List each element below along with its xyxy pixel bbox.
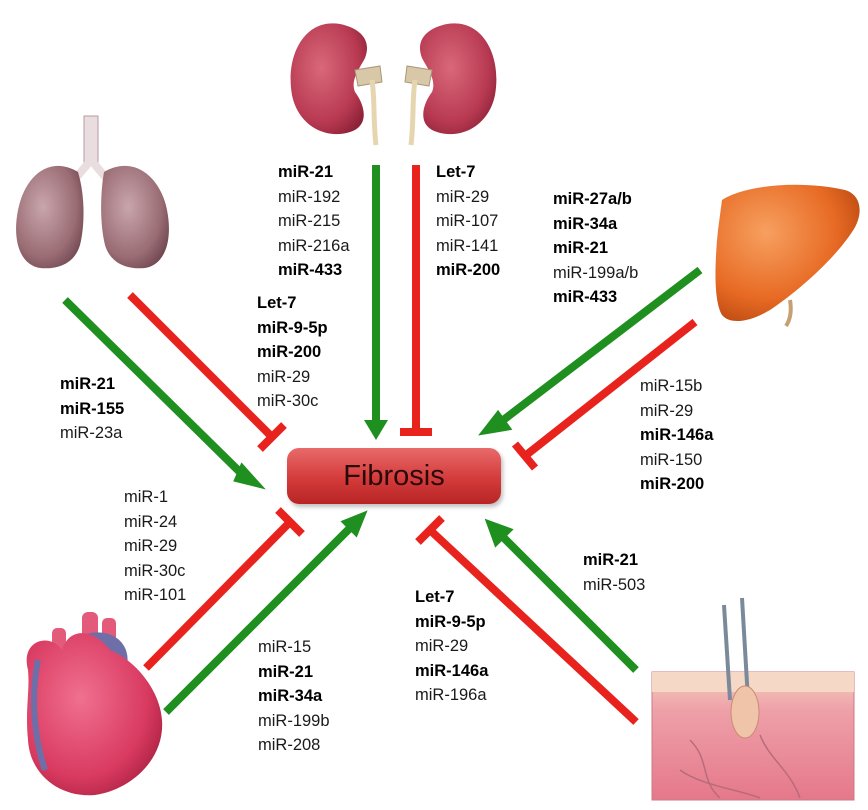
mirna-label: miR-15b	[640, 374, 713, 399]
mirna-label: miR-200	[436, 258, 500, 283]
mirna-label: Let-7	[415, 585, 488, 610]
mirna-label: miR-21	[583, 548, 645, 573]
mirna-label: miR-433	[278, 258, 350, 283]
mirna-label: miR-141	[436, 234, 500, 259]
mirna-label: miR-30c	[257, 389, 328, 414]
lung-promote-arrowhead	[236, 466, 260, 486]
mirna-label: miR-29	[640, 399, 713, 424]
mirna-label: miR-208	[258, 733, 330, 758]
mirna-label: miR-200	[640, 472, 713, 497]
mirna-label: Let-7	[257, 291, 328, 316]
mirna-label: miR-34a	[258, 684, 330, 709]
mirna-label: miR-101	[124, 583, 186, 608]
mirna-label: miR-150	[640, 448, 713, 473]
mirna-label: miR-30c	[124, 559, 186, 584]
mirna-label: miR-21	[278, 160, 350, 185]
mirna-label: miR-199a/b	[553, 261, 638, 286]
kidneys-icon	[291, 23, 497, 145]
mirna-label: miR-29	[124, 534, 186, 559]
mirna-label: miR-21	[258, 660, 330, 685]
mirna-label: miR-27a/b	[553, 187, 638, 212]
mirna-label: miR-29	[436, 185, 500, 210]
mirna-label: miR-192	[278, 185, 350, 210]
mirna-label: miR-23a	[60, 421, 124, 446]
mirna-label: miR-9-5p	[415, 610, 488, 635]
mirna-label: miR-196a	[415, 683, 488, 708]
mirna-label: miR-146a	[415, 659, 488, 684]
mirna-label: miR-503	[583, 573, 645, 598]
mirna-label: Let-7	[436, 160, 500, 185]
mirna-label: miR-15	[258, 635, 330, 660]
mirna-label: miR-1	[124, 485, 186, 510]
mirna-label: miR-433	[553, 285, 638, 310]
mirna-label: miR-9-5p	[257, 316, 328, 341]
fibrosis-label: Fibrosis	[343, 460, 445, 493]
mirna-label: miR-146a	[640, 423, 713, 448]
mirna-label: miR-200	[257, 340, 328, 365]
mirna-label: miR-215	[278, 209, 350, 234]
mirna-label: miR-29	[257, 365, 328, 390]
mirna-label: miR-107	[436, 209, 500, 234]
mirna-label: miR-155	[60, 397, 124, 422]
mirna-label: miR-21	[553, 236, 638, 261]
mirna-label: miR-216a	[278, 234, 350, 259]
kidney-promote-arrowhead	[364, 420, 388, 440]
lung-inhibit-line	[130, 295, 272, 437]
mirna-label: miR-34a	[553, 212, 638, 237]
liver-icon	[715, 185, 859, 326]
fibrosis-box: Fibrosis	[287, 448, 501, 504]
mirna-label: miR-199b	[258, 709, 330, 734]
skin-icon	[652, 598, 854, 800]
mirna-label: miR-29	[415, 634, 488, 659]
mirna-label: miR-24	[124, 510, 186, 535]
mirna-label: miR-21	[60, 372, 124, 397]
heart-icon	[27, 612, 163, 795]
lungs-icon	[16, 116, 169, 268]
